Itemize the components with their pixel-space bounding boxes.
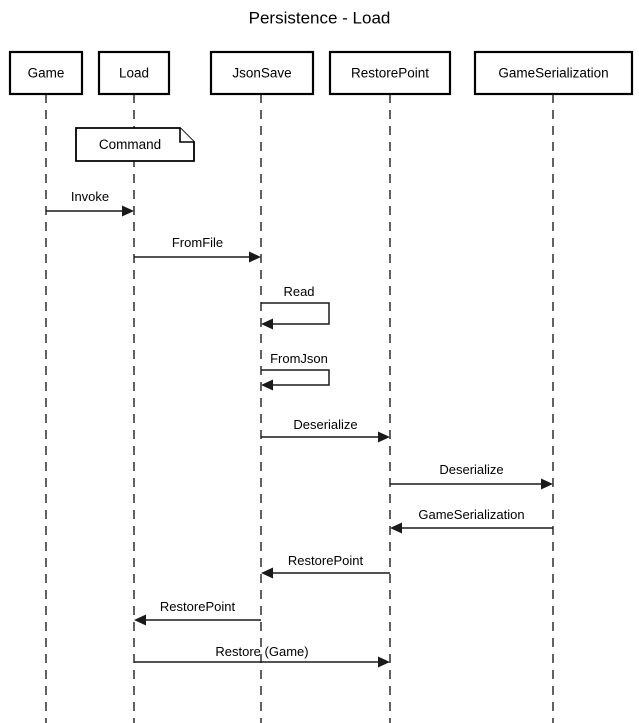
diagram-title: Persistence - Load: [249, 8, 391, 27]
message-path-self: [261, 302, 330, 325]
message-label: Restore (Game): [215, 644, 308, 659]
message-path-self: [261, 369, 330, 386]
message-gameserialization-m7[interactable]: GameSerialization: [390, 507, 553, 534]
note-body: [75, 127, 195, 162]
arrowhead-icon: [134, 614, 146, 626]
message-fromjson-m4[interactable]: FromJson: [261, 351, 330, 391]
message-fromfile-m2[interactable]: FromFile: [134, 235, 261, 263]
participant-box-gameser: [473, 50, 634, 96]
participant-jsonsave[interactable]: JsonSave: [209, 50, 315, 96]
message-label: Deserialize: [439, 462, 503, 477]
arrowhead-icon: [122, 205, 134, 217]
participant-label-load: Load: [119, 66, 149, 81]
message-deserialize-m6[interactable]: Deserialize: [390, 462, 553, 490]
participant-box-load: [97, 50, 171, 96]
notes-layer: Command: [75, 127, 195, 162]
message-read-m3[interactable]: Read: [261, 284, 330, 330]
messages-layer: InvokeFromFileReadFromJsonDeserializeDes…: [46, 189, 553, 668]
arrowhead-icon: [378, 431, 390, 443]
participants-layer: Game Load JsonSave RestorePoint GameSerializ…: [8, 50, 634, 96]
message-deserialize-m5[interactable]: Deserialize: [261, 417, 390, 443]
message-label: Invoke: [71, 189, 109, 204]
arrowhead-icon: [261, 318, 273, 330]
note-fold-corner-icon: [179, 128, 194, 143]
arrowhead-icon: [390, 522, 402, 534]
arrowhead-icon: [378, 656, 390, 668]
lifelines-layer: [45, 94, 554, 723]
participant-label-game: Game: [28, 66, 65, 81]
arrowhead-icon: [261, 379, 273, 391]
message-restore-game-m10[interactable]: Restore (Game): [134, 644, 390, 668]
message-label: RestorePoint: [288, 553, 364, 568]
participant-game[interactable]: Game: [8, 50, 84, 96]
participant-box-restore: [328, 50, 452, 96]
participant-label-restore: RestorePoint: [351, 66, 429, 81]
participant-box-jsonsave: [209, 50, 315, 96]
arrowhead-icon: [249, 251, 261, 263]
note-label: Command: [99, 137, 161, 152]
arrowhead-icon: [541, 478, 553, 490]
message-invoke-m1[interactable]: Invoke: [46, 189, 134, 217]
participant-restore[interactable]: RestorePoint: [328, 50, 452, 96]
message-label: FromFile: [172, 235, 223, 250]
participant-gameser[interactable]: GameSerialization: [473, 50, 634, 96]
message-label: Read: [283, 284, 314, 299]
message-restorepoint-m9[interactable]: RestorePoint: [134, 599, 261, 626]
message-label: FromJson: [270, 351, 328, 366]
note-command[interactable]: Command: [75, 127, 195, 162]
participant-label-gameser: GameSerialization: [498, 66, 608, 81]
participant-box-game: [8, 50, 84, 96]
arrowhead-icon: [261, 567, 273, 579]
message-restorepoint-m8[interactable]: RestorePoint: [261, 553, 390, 579]
message-label: GameSerialization: [418, 507, 524, 522]
participant-label-jsonsave: JsonSave: [232, 66, 291, 81]
message-label: Deserialize: [293, 417, 357, 432]
message-label: RestorePoint: [160, 599, 236, 614]
participant-load[interactable]: Load: [97, 50, 171, 96]
